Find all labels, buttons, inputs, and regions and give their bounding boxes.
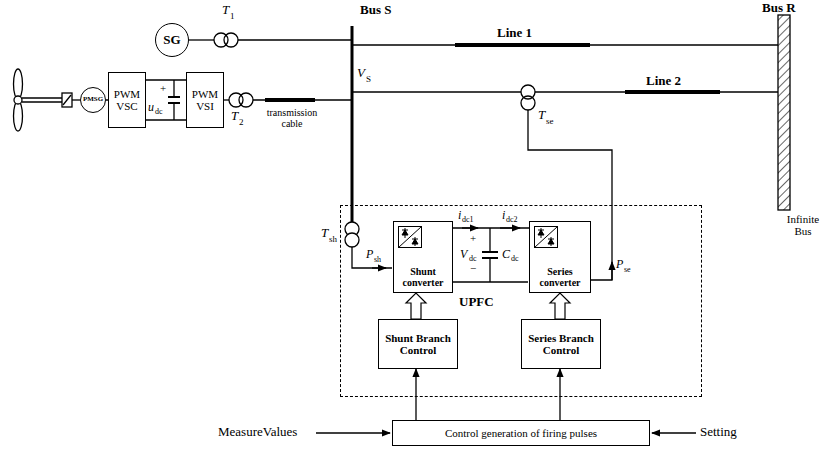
upfc-region: UPFC Shunt converter Series converterShunt… [340,205,702,397]
text-label: T [222,3,229,17]
series-converter-box: Series converter [529,221,591,293]
text-label: T [321,226,328,240]
control-box: Series Branch Control [521,319,601,369]
text-label: P [616,258,623,271]
text-label: T [538,108,545,122]
text-label: + [470,232,476,244]
text-label: + [160,82,166,94]
text-label: transmission cable [262,107,322,129]
text-label: C [502,248,510,261]
node-label: PWM VSI [187,88,223,112]
subscript-label: dc [511,255,519,264]
shunt-converter-box: Shunt converter [393,221,453,293]
node-label: Series Branch Control [522,332,600,356]
text-label: Bus R [762,1,796,15]
node-label: Shunt Branch Control [379,332,457,356]
text-label: Line 1 [497,26,532,40]
text-label: i [458,209,461,222]
text-label: − [470,262,476,274]
node-label: Control generation of firing pulses [445,427,597,439]
subscript-label: se [624,266,631,275]
node-label: UPFC [459,295,494,309]
subscript-label: dc1 [462,216,474,225]
node-label: PMSG [83,96,103,104]
connector-line [559,369,560,420]
subscript-label: dc [155,108,163,117]
subscript-label: 2 [239,118,244,128]
subscript-label: sh [374,256,381,265]
text-label: Setting [700,425,737,439]
block-arrow [550,293,570,319]
subscript-label: dc2 [506,216,518,225]
node-label: Series converter [530,266,590,288]
connector-line [146,79,186,80]
subscript-label: S [366,75,371,85]
text-label: T [231,109,238,123]
text-label: u [148,101,154,114]
text-label: Infinite Bus [783,213,823,237]
subscript-label: 1 [230,12,235,22]
control-box: Shunt Branch Control [378,319,458,369]
node-label: SG [163,33,180,47]
converter-box: PWM VSC [108,72,146,128]
thyristor-symbol [398,226,422,248]
control-box: Control generation of firing pulses [392,420,650,446]
pmsg-circle: PMSG [80,87,106,113]
text-label: i [502,209,505,222]
node-label: Shunt converter [394,266,452,288]
text-label: P [366,248,373,261]
node-label: PWM VSC [109,88,145,112]
text-label: V [357,66,365,80]
text-label: Bus S [360,3,391,17]
inverter-box: PWM VSI [186,72,224,128]
connector-line [415,369,416,420]
text-label: Line 2 [646,74,681,88]
subscript-label: se [546,117,554,127]
block-arrow [406,293,426,319]
subscript-label: sh [329,235,337,245]
text-label: V [460,248,467,261]
thyristor-symbol [534,226,558,248]
connector-line [453,227,529,228]
generator-circle: SG [155,23,189,57]
text-label: MeasureValues [218,425,297,439]
